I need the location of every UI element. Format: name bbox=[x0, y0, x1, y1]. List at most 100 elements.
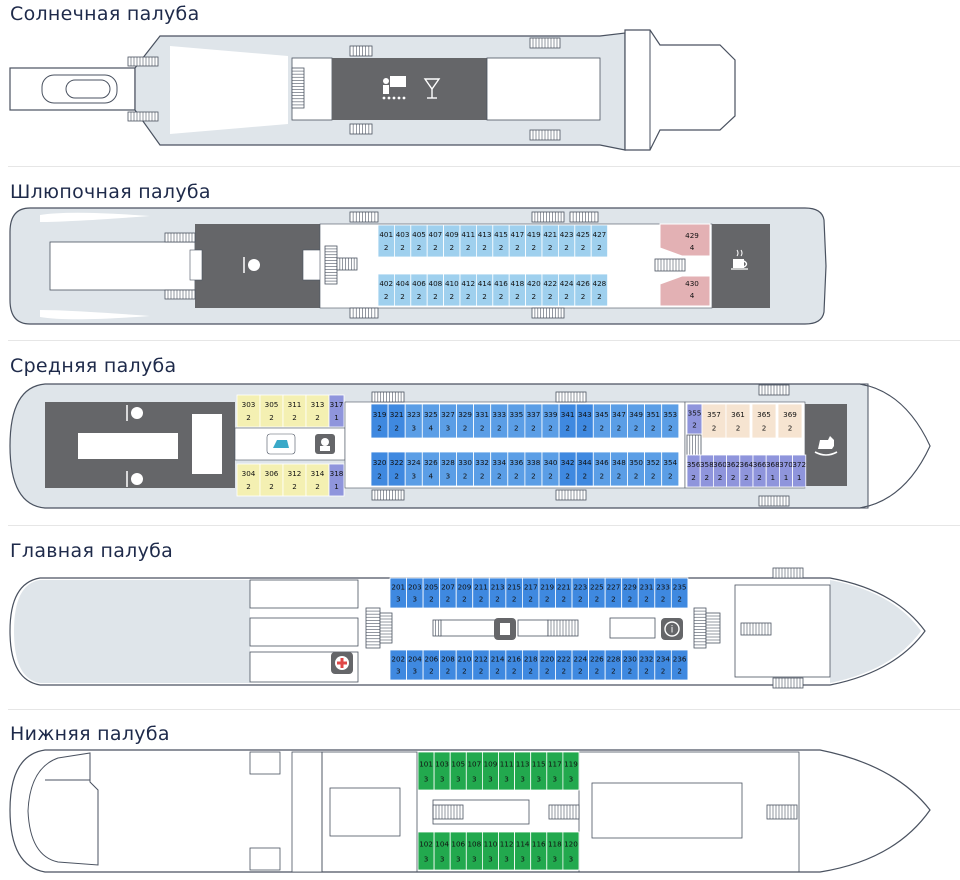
cabin-119[interactable]: 1193 bbox=[562, 751, 580, 791]
cabin-415[interactable]: 4152 bbox=[492, 224, 510, 258]
cabin-426[interactable]: 4262 bbox=[574, 273, 592, 307]
cabin-325[interactable]: 3254 bbox=[421, 403, 440, 439]
cabin-116[interactable]: 1163 bbox=[530, 831, 548, 871]
cabin-231[interactable]: 2312 bbox=[637, 577, 656, 609]
cabin-304[interactable]: 3042 bbox=[236, 463, 261, 497]
cabin-401[interactable]: 4012 bbox=[377, 224, 395, 258]
cabin-230[interactable]: 2302 bbox=[621, 649, 639, 681]
cabin-402[interactable]: 4022 bbox=[377, 273, 395, 307]
cabin-234[interactable]: 2342 bbox=[654, 649, 672, 681]
cabin-104[interactable]: 1043 bbox=[433, 831, 451, 871]
cabin-103[interactable]: 1033 bbox=[433, 751, 451, 791]
cabin-212[interactable]: 2122 bbox=[472, 649, 490, 681]
cabin-337[interactable]: 3372 bbox=[524, 403, 543, 439]
cabin-203[interactable]: 2033 bbox=[406, 577, 424, 609]
cabin-356[interactable]: 3562 bbox=[686, 454, 701, 488]
cabin-366[interactable]: 3662 bbox=[752, 454, 767, 488]
cabin-222[interactable]: 2222 bbox=[555, 649, 573, 681]
cabin-360[interactable]: 3602 bbox=[713, 454, 727, 488]
cabin-413[interactable]: 4132 bbox=[475, 224, 494, 258]
cabin-410[interactable]: 4102 bbox=[443, 273, 461, 307]
cabin-317[interactable]: 3171 bbox=[328, 394, 345, 428]
cabin-236[interactable]: 2362 bbox=[670, 649, 689, 681]
cabin-352[interactable]: 3522 bbox=[644, 451, 663, 487]
cabin-306[interactable]: 3062 bbox=[259, 463, 284, 497]
cabin-344[interactable]: 3442 bbox=[575, 451, 594, 487]
cabin-372[interactable]: 3721 bbox=[792, 454, 807, 488]
cabin-362[interactable]: 3622 bbox=[726, 454, 741, 488]
cabin-225[interactable]: 2252 bbox=[588, 577, 606, 609]
cabin-329[interactable]: 3292 bbox=[456, 403, 475, 439]
cabin-235[interactable]: 2352 bbox=[670, 577, 689, 609]
cabin-427[interactable]: 4272 bbox=[590, 224, 609, 258]
cabin-211[interactable]: 2112 bbox=[472, 577, 490, 609]
cabin-347[interactable]: 3472 bbox=[610, 403, 628, 439]
cabin-338[interactable]: 3382 bbox=[524, 451, 543, 487]
cabin-320[interactable]: 3202 bbox=[370, 451, 389, 487]
cabin-105[interactable]: 1053 bbox=[449, 751, 467, 791]
cabin-330[interactable]: 3302 bbox=[456, 451, 475, 487]
cabin-326[interactable]: 3264 bbox=[421, 451, 440, 487]
cabin-314[interactable]: 3142 bbox=[305, 463, 330, 497]
cabin-220[interactable]: 2202 bbox=[538, 649, 556, 681]
cabin-323[interactable]: 3233 bbox=[404, 403, 423, 439]
cabin-101[interactable]: 1013 bbox=[417, 751, 435, 791]
cabin-361[interactable]: 3612 bbox=[725, 403, 751, 439]
cabin-233[interactable]: 2332 bbox=[654, 577, 672, 609]
cabin-201[interactable]: 2013 bbox=[389, 577, 407, 609]
cabin-420[interactable]: 4202 bbox=[525, 273, 543, 307]
cabin-418[interactable]: 4182 bbox=[508, 273, 527, 307]
cabin-107[interactable]: 1073 bbox=[465, 751, 483, 791]
cabin-111[interactable]: 1113 bbox=[498, 751, 516, 791]
cabin-336[interactable]: 3362 bbox=[507, 451, 526, 487]
cabin-313[interactable]: 3132 bbox=[305, 394, 330, 428]
cabin-343[interactable]: 3432 bbox=[575, 403, 594, 439]
cabin-364[interactable]: 3642 bbox=[739, 454, 754, 488]
cabin-221[interactable]: 2212 bbox=[555, 577, 573, 609]
cabin-204[interactable]: 2043 bbox=[406, 649, 424, 681]
cabin-331[interactable]: 3312 bbox=[473, 403, 492, 439]
cabin-303[interactable]: 3032 bbox=[236, 394, 261, 428]
cabin-110[interactable]: 1103 bbox=[481, 831, 499, 871]
cabin-353[interactable]: 3532 bbox=[661, 403, 680, 439]
cabin-345[interactable]: 3452 bbox=[592, 403, 611, 439]
cabin-112[interactable]: 1123 bbox=[498, 831, 516, 871]
cabin-414[interactable]: 4142 bbox=[475, 273, 494, 307]
cabin-115[interactable]: 1153 bbox=[530, 751, 548, 791]
cabin-322[interactable]: 3222 bbox=[387, 451, 406, 487]
cabin-311[interactable]: 3112 bbox=[282, 394, 307, 428]
cabin-351[interactable]: 3512 bbox=[644, 403, 663, 439]
cabin-327[interactable]: 3273 bbox=[438, 403, 457, 439]
cabin-229[interactable]: 2292 bbox=[621, 577, 639, 609]
cabin-216[interactable]: 2162 bbox=[505, 649, 523, 681]
cabin-328[interactable]: 3283 bbox=[438, 451, 457, 487]
cabin-224[interactable]: 2242 bbox=[571, 649, 589, 681]
cabin-207[interactable]: 2072 bbox=[439, 577, 457, 609]
cabin-419[interactable]: 4192 bbox=[525, 224, 543, 258]
cabin-421[interactable]: 4212 bbox=[541, 224, 559, 258]
cabin-312[interactable]: 3122 bbox=[282, 463, 307, 497]
cabin-354[interactable]: 3542 bbox=[661, 451, 680, 487]
cabin-407[interactable]: 4072 bbox=[426, 224, 445, 258]
cabin-406[interactable]: 4062 bbox=[410, 273, 428, 307]
cabin-422[interactable]: 4222 bbox=[541, 273, 559, 307]
cabin-226[interactable]: 2262 bbox=[588, 649, 606, 681]
cabin-428[interactable]: 4282 bbox=[590, 273, 609, 307]
cabin-217[interactable]: 2172 bbox=[522, 577, 540, 609]
cabin-228[interactable]: 2282 bbox=[604, 649, 623, 681]
cabin-334[interactable]: 3342 bbox=[490, 451, 509, 487]
cabin-106[interactable]: 1063 bbox=[449, 831, 467, 871]
cabin-333[interactable]: 3332 bbox=[490, 403, 509, 439]
cabin-205[interactable]: 2052 bbox=[422, 577, 441, 609]
cabin-114[interactable]: 1143 bbox=[514, 831, 532, 871]
cabin-417[interactable]: 4172 bbox=[508, 224, 527, 258]
cabin-108[interactable]: 1083 bbox=[465, 831, 483, 871]
cabin-218[interactable]: 2182 bbox=[522, 649, 540, 681]
cabin-340[interactable]: 3402 bbox=[541, 451, 560, 487]
cabin-350[interactable]: 3502 bbox=[627, 451, 646, 487]
cabin-305[interactable]: 3052 bbox=[259, 394, 284, 428]
cabin-223[interactable]: 2232 bbox=[571, 577, 589, 609]
cabin-321[interactable]: 3212 bbox=[387, 403, 406, 439]
cabin-227[interactable]: 2272 bbox=[604, 577, 623, 609]
cabin-209[interactable]: 2092 bbox=[455, 577, 474, 609]
